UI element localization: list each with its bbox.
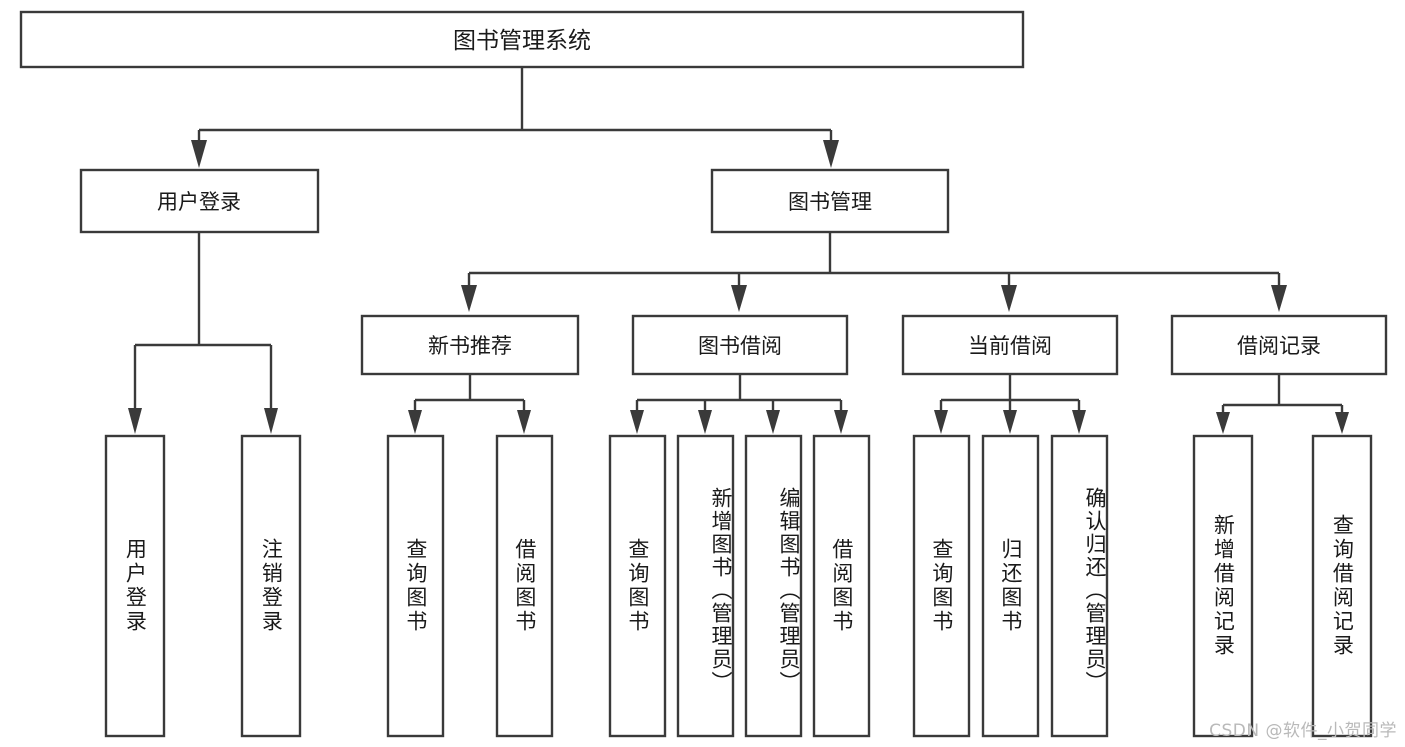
arrowhead-leaf-add-book xyxy=(698,410,712,434)
node-root[interactable]: 图书管理系统 xyxy=(19,10,1025,69)
arrowhead-leaf-user-login xyxy=(128,408,142,434)
node-book-manage[interactable]: 图书管理 xyxy=(710,168,950,234)
leaf-borrow-book-2[interactable] xyxy=(812,434,871,738)
leaf-borrow-book-1[interactable] xyxy=(495,434,554,738)
arrowhead-leaf-query-book-2 xyxy=(630,410,644,434)
leaf-user-login-box xyxy=(104,434,166,738)
arrowhead-leaf-query-record xyxy=(1335,412,1349,434)
arrowhead-leaf-borrow-book-1 xyxy=(517,410,531,434)
node-book-borrow[interactable]: 图书借阅 xyxy=(631,314,849,376)
leaf-borrow-book-1-box xyxy=(495,434,554,738)
node-current-borrow[interactable]: 当前借阅 xyxy=(901,314,1119,376)
arrowhead-leaf-query-book-1 xyxy=(408,410,422,434)
node-book-manage-label: 图书管理 xyxy=(788,190,872,214)
node-borrow-record[interactable]: 借阅记录 xyxy=(1170,314,1388,376)
leaf-add-record-box xyxy=(1192,434,1254,738)
leaf-query-book-1-box xyxy=(386,434,445,738)
leaf-return-book[interactable] xyxy=(981,434,1040,738)
node-current-borrow-box xyxy=(901,314,1119,376)
leaf-logout-login[interactable] xyxy=(240,434,302,738)
arrowhead-leaf-add-record xyxy=(1216,412,1230,434)
leaf-query-record[interactable] xyxy=(1311,434,1373,738)
leaf-query-book-2[interactable] xyxy=(608,434,667,738)
node-current-borrow-label: 当前借阅 xyxy=(968,334,1052,358)
arrowhead-to-book-manage xyxy=(823,140,839,168)
arrowhead-leaf-logout-login xyxy=(264,408,278,434)
node-root-label: 图书管理系统 xyxy=(453,28,591,54)
node-borrow-record-label: 借阅记录 xyxy=(1237,334,1321,358)
arrowhead-leaf-query-book-3 xyxy=(934,410,948,434)
leaf-query-book-2-box xyxy=(608,434,667,738)
node-user-login[interactable]: 用户登录 xyxy=(79,168,320,234)
leaf-confirm-return[interactable] xyxy=(1050,434,1109,738)
node-new-book-recommend-label: 新书推荐 xyxy=(428,334,512,358)
leaf-query-book-3[interactable] xyxy=(912,434,971,738)
arrowhead-leaf-borrow-book-2 xyxy=(834,410,848,434)
leaf-borrow-book-2-box xyxy=(812,434,871,738)
node-book-borrow-box xyxy=(631,314,849,376)
leaf-logout-login-box xyxy=(240,434,302,738)
arrowhead-current-borrow xyxy=(1001,285,1017,312)
arrowhead-new-book-recommend xyxy=(461,285,477,312)
leaf-edit-book[interactable] xyxy=(744,434,803,738)
leaf-query-book-3-box xyxy=(912,434,971,738)
node-borrow-record-box xyxy=(1170,314,1388,376)
node-new-book-recommend-box xyxy=(360,314,580,376)
arrowhead-leaf-confirm-return xyxy=(1072,410,1086,434)
leaf-return-book-box xyxy=(981,434,1040,738)
arrowhead-leaf-return-book xyxy=(1003,410,1017,434)
leaf-add-book-box xyxy=(676,434,735,738)
leaf-edit-book-box xyxy=(744,434,803,738)
arrowhead-to-user-login xyxy=(191,140,207,168)
arrowhead-book-borrow xyxy=(731,285,747,312)
leaf-add-book[interactable] xyxy=(676,434,735,738)
arrowhead-borrow-record xyxy=(1271,285,1287,312)
node-book-borrow-label: 图书借阅 xyxy=(698,334,782,358)
node-user-login-label: 用户登录 xyxy=(157,190,241,214)
node-new-book-recommend[interactable]: 新书推荐 xyxy=(360,314,580,376)
leaf-user-login[interactable] xyxy=(104,434,166,738)
leaf-query-book-1[interactable] xyxy=(386,434,445,738)
leaf-add-record[interactable] xyxy=(1192,434,1254,738)
leaf-query-record-box xyxy=(1311,434,1373,738)
node-root-box xyxy=(19,10,1025,69)
leaf-confirm-return-box xyxy=(1050,434,1109,738)
arrowhead-leaf-edit-book xyxy=(766,410,780,434)
csdn-watermark: CSDN @软件_小贺同学 xyxy=(1209,721,1397,741)
node-book-manage-box xyxy=(710,168,950,234)
